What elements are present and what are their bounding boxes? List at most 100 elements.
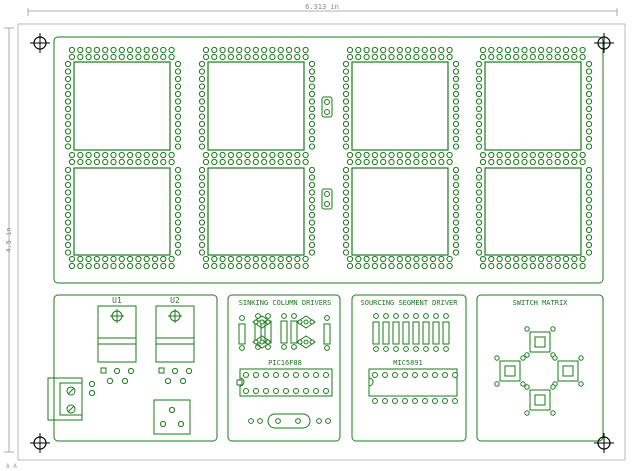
pad	[421, 262, 428, 270]
pad	[388, 151, 395, 159]
pad	[261, 46, 268, 54]
pad	[446, 46, 453, 54]
pad	[342, 60, 350, 68]
pad	[452, 234, 460, 241]
pad	[198, 105, 206, 113]
tact-switch	[529, 389, 551, 411]
pad	[110, 255, 117, 263]
pad	[585, 68, 593, 75]
pad	[504, 262, 511, 270]
pad	[585, 83, 593, 90]
pad	[202, 158, 210, 166]
pad	[174, 98, 182, 105]
pad	[546, 53, 553, 61]
pad	[198, 166, 206, 174]
tact-switch	[499, 360, 521, 382]
pad	[446, 262, 453, 270]
pad	[243, 372, 249, 378]
pad	[579, 255, 586, 263]
pad	[174, 241, 182, 249]
regulator-body	[97, 337, 137, 363]
pad	[198, 249, 206, 256]
pad	[64, 75, 72, 83]
pad	[198, 241, 206, 249]
pad	[227, 151, 234, 159]
pad	[475, 105, 483, 113]
pad	[342, 128, 350, 135]
pad	[552, 355, 558, 361]
pad	[252, 262, 259, 270]
pad	[475, 249, 483, 256]
pad	[302, 158, 309, 166]
corner-mark: A A	[6, 463, 17, 470]
pad	[438, 46, 445, 54]
pad	[475, 181, 483, 189]
pad	[363, 46, 370, 54]
pad	[562, 46, 570, 54]
pad	[77, 151, 84, 159]
pad	[429, 262, 437, 270]
pad	[174, 249, 182, 256]
resistor	[323, 323, 331, 345]
pad	[396, 151, 403, 159]
pad	[308, 249, 316, 256]
pad	[64, 189, 72, 196]
pad	[479, 158, 487, 166]
pad	[93, 158, 101, 166]
pad	[429, 151, 437, 159]
pad	[405, 255, 412, 263]
pad	[342, 226, 350, 234]
pad	[475, 143, 483, 150]
pad	[571, 158, 578, 166]
pad	[550, 326, 556, 332]
pad	[442, 398, 448, 404]
pad	[452, 174, 460, 181]
pad	[277, 158, 284, 166]
pad	[309, 319, 315, 325]
pad	[324, 99, 330, 105]
pad	[562, 151, 570, 159]
pad	[77, 53, 84, 61]
pad	[479, 151, 487, 159]
pad	[143, 255, 150, 263]
switch-matrix-panel	[476, 294, 604, 442]
pad	[452, 90, 460, 98]
pad	[452, 166, 460, 174]
pad	[265, 313, 271, 319]
pad	[452, 196, 460, 204]
pad	[380, 158, 387, 166]
pad	[346, 46, 354, 54]
pad	[102, 151, 109, 159]
pad	[285, 255, 293, 263]
pad	[585, 120, 593, 128]
pad	[294, 255, 301, 263]
pad	[355, 46, 362, 54]
pad	[198, 181, 206, 189]
pad	[308, 234, 316, 241]
pad	[571, 262, 578, 270]
pad	[405, 53, 412, 61]
pad	[110, 46, 117, 54]
pad	[554, 255, 561, 263]
pad	[475, 68, 483, 75]
pad	[253, 372, 259, 378]
pad	[571, 46, 578, 54]
pad	[479, 53, 487, 61]
pad	[174, 219, 182, 226]
pad	[371, 255, 378, 263]
pad	[452, 113, 460, 120]
pad	[308, 120, 316, 128]
pad	[64, 196, 72, 204]
pad	[64, 90, 72, 98]
colon-group	[321, 96, 333, 210]
pad	[513, 262, 520, 270]
pad	[297, 319, 303, 325]
pad	[159, 420, 167, 428]
pad	[585, 128, 593, 135]
switch-components	[494, 326, 584, 416]
pad	[413, 53, 420, 61]
column-driver-panel	[227, 294, 341, 442]
pad	[452, 135, 460, 143]
pad	[443, 313, 449, 319]
pad	[211, 151, 218, 159]
